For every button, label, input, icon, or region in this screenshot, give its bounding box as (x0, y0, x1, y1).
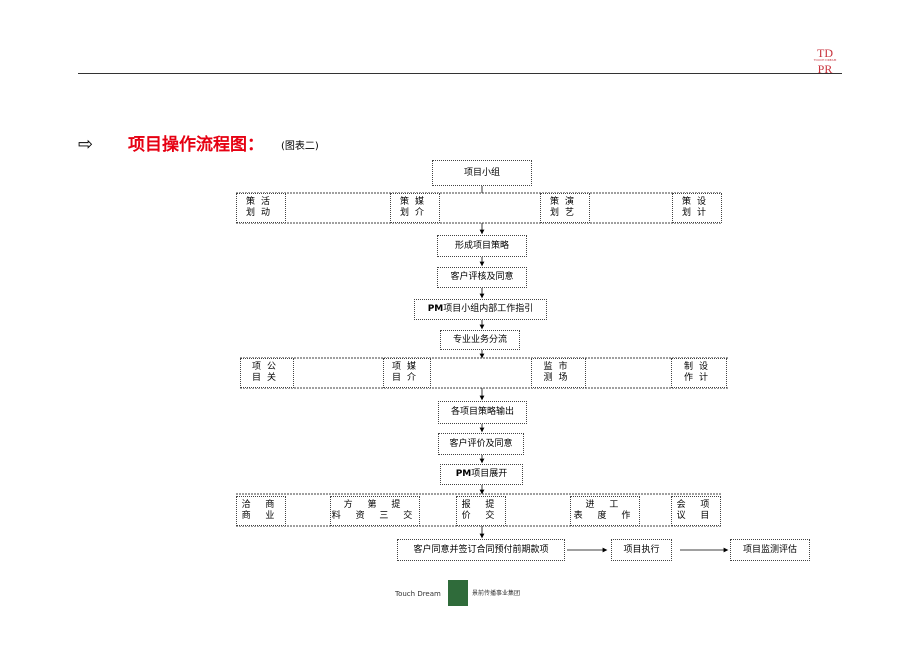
footer-company: 景前传播事业集团 (472, 590, 521, 597)
box-execute: 项目执行 (611, 539, 672, 561)
box-client-review: 客户评核及同意 (437, 267, 527, 288)
box-label: 客户评价及同意 (449, 438, 513, 449)
box-dispatch: 专业业务分流 (440, 330, 520, 350)
box-row1-activity: 策活 划动 (236, 193, 286, 223)
footer-brand: Touch Dream (395, 590, 441, 598)
box-row3-third-party: 方 第 提 料 资 三 交 (330, 496, 420, 526)
box-pm-expand: PM项目展开 (440, 464, 523, 485)
company-logo-icon (448, 580, 468, 606)
box-label: 项目小组 (463, 167, 500, 178)
logo-tagline: TOUCH DREAM (813, 58, 837, 62)
box-label: 项目展开 (471, 469, 508, 479)
box-row1-performance: 策演 划艺 (540, 193, 590, 223)
box-label: 项目监测评估 (742, 544, 797, 555)
logo-pr: PR (817, 62, 833, 76)
box-label: 专业业务分流 (452, 334, 507, 345)
box-row3-meeting: 会 项 议 目 (671, 496, 721, 526)
page-subtitle: (图表二) (281, 141, 319, 152)
box-row1-media: 策媒 划介 (390, 193, 440, 223)
box-row3-negotiation: 洽 商 商 业 (236, 496, 286, 526)
box-contract: 客户同意并签订合同预付前期款项 (397, 539, 565, 561)
box-pm-guide: PM项目小组内部工作指引 (414, 299, 547, 320)
pm-label: PM (455, 469, 472, 479)
box-project-team: 项目小组 (432, 160, 532, 186)
box-label: 项目小组内部工作指引 (443, 304, 534, 314)
box-row3-quote: 报 提 价 交 (456, 496, 506, 526)
logo-td: TD (817, 46, 833, 60)
box-label: 形成项目策略 (454, 240, 509, 251)
box-row2-design: 制设 作计 (671, 358, 727, 388)
header-divider (78, 73, 842, 74)
box-row3-schedule: 进 工 表 度 作 (570, 496, 640, 526)
box-monitor: 项目监测评估 (730, 539, 810, 561)
box-label: 客户评核及同意 (450, 272, 514, 282)
box-form-strategy: 形成项目策略 (437, 235, 527, 257)
arrow-bullet-icon: ⇨ (78, 134, 94, 155)
page-title: 项目操作流程图： (128, 135, 264, 155)
box-client-eval: 客户评价及同意 (438, 433, 524, 455)
box-row2-media: 项媒 目介 (383, 358, 431, 388)
box-label: 各项目策略输出 (450, 407, 514, 417)
box-label: 客户同意并签订合同预付前期款项 (413, 544, 549, 555)
pm-label: PM (427, 304, 444, 314)
box-row1-design: 策设 划计 (672, 193, 722, 223)
box-label: 项目执行 (623, 544, 660, 555)
box-row2-market: 监市 测场 (531, 358, 586, 388)
box-row2-pr: 项公 目关 (240, 358, 294, 388)
box-strategy-output: 各项目策略输出 (438, 401, 527, 424)
